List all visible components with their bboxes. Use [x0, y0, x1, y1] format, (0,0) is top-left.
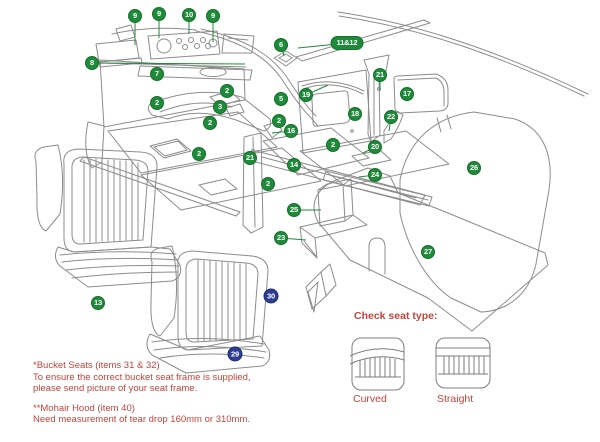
dash-right-vent	[221, 33, 255, 54]
seat-right-backrest	[177, 250, 269, 351]
b-post	[363, 54, 390, 143]
callout-23[interactable]: 23	[274, 231, 288, 245]
glovebox-bin	[393, 73, 449, 114]
sill-rail-left	[79, 156, 241, 217]
callout-10[interactable]: 10	[182, 8, 196, 22]
center-post	[242, 132, 264, 234]
callout-18[interactable]: 18	[348, 107, 362, 121]
callout-2[interactable]: 2	[261, 177, 275, 191]
note-line: **Mohair Hood (item 40)	[33, 402, 135, 414]
callout-9[interactable]: 9	[152, 7, 166, 21]
sill-rail-right	[322, 170, 433, 207]
callout-16[interactable]: 16	[284, 124, 298, 138]
seat-type-label-curved: Curved	[353, 393, 387, 405]
callout-13[interactable]: 13	[91, 296, 105, 310]
wiring-loom	[195, 30, 319, 127]
seat-left-cushion	[54, 246, 182, 288]
gearbox-tunnel	[147, 91, 272, 132]
straight-seat-icon	[435, 337, 491, 389]
sill-trim-strip	[295, 19, 431, 62]
callout-17[interactable]: 17	[400, 87, 414, 101]
callout-29[interactable]: 29	[227, 346, 243, 362]
windscreen-rail	[337, 11, 589, 95]
callout-25[interactable]: 25	[287, 203, 301, 217]
callout-9[interactable]: 9	[206, 9, 220, 23]
callout-11-12[interactable]: 11&12	[330, 36, 364, 50]
callout-6[interactable]: 6	[274, 38, 288, 52]
callout-21[interactable]: 21	[243, 151, 257, 165]
seat-check-title: Check seat type:	[354, 310, 438, 322]
callout-27[interactable]: 27	[421, 245, 435, 259]
callout-22[interactable]: 22	[384, 110, 398, 124]
callout-2[interactable]: 2	[192, 147, 206, 161]
callout-24[interactable]: 24	[368, 168, 382, 182]
callout-2[interactable]: 2	[272, 114, 286, 128]
callout-2[interactable]: 2	[150, 96, 164, 110]
seat-left-backrest	[63, 148, 158, 253]
hood-panel-26	[399, 111, 551, 313]
footnotes: *Bucket Seats (items 31 & 32) To ensure …	[33, 360, 303, 426]
callout-9[interactable]: 9	[128, 9, 142, 23]
callout-21[interactable]: 21	[373, 68, 387, 82]
callout-2[interactable]: 2	[203, 116, 217, 130]
seat-left-side-wing	[34, 144, 64, 232]
right-floor	[299, 130, 450, 187]
seat-right-side-wing	[150, 245, 178, 337]
floor-panel-2	[140, 147, 322, 211]
support-rod	[301, 81, 365, 92]
note-line: To ensure the correct bucket seat frame …	[33, 371, 251, 383]
callout-5[interactable]: 5	[274, 92, 288, 106]
callout-30[interactable]: 30	[263, 288, 279, 304]
floor-panel-1	[107, 111, 278, 174]
callout-3[interactable]: 3	[213, 100, 227, 114]
seat-right-cushion	[146, 333, 271, 374]
callout-7[interactable]: 7	[150, 67, 164, 81]
note-line-spacer	[33, 395, 303, 403]
callout-20[interactable]: 20	[368, 140, 382, 154]
front-bulkhead	[99, 59, 246, 128]
callout-8[interactable]: 8	[85, 56, 99, 70]
parcel-shelf	[137, 65, 253, 81]
seat-type-label-straight: Straight	[437, 393, 474, 405]
callout-19[interactable]: 19	[299, 88, 313, 102]
note-line: please send picture of your seat frame.	[33, 383, 198, 395]
callout-2[interactable]: 2	[220, 84, 234, 98]
callout-14[interactable]: 14	[287, 158, 301, 172]
note-line: *Bucket Seats (items 31 & 32)	[33, 360, 160, 371]
note-line: Need measurement of tear drop 160mm or 3…	[33, 414, 251, 426]
instrument-cluster	[147, 30, 221, 60]
curved-seat-icon	[349, 337, 405, 391]
callout-26[interactable]: 26	[467, 161, 481, 175]
callout-2[interactable]: 2	[326, 138, 340, 152]
